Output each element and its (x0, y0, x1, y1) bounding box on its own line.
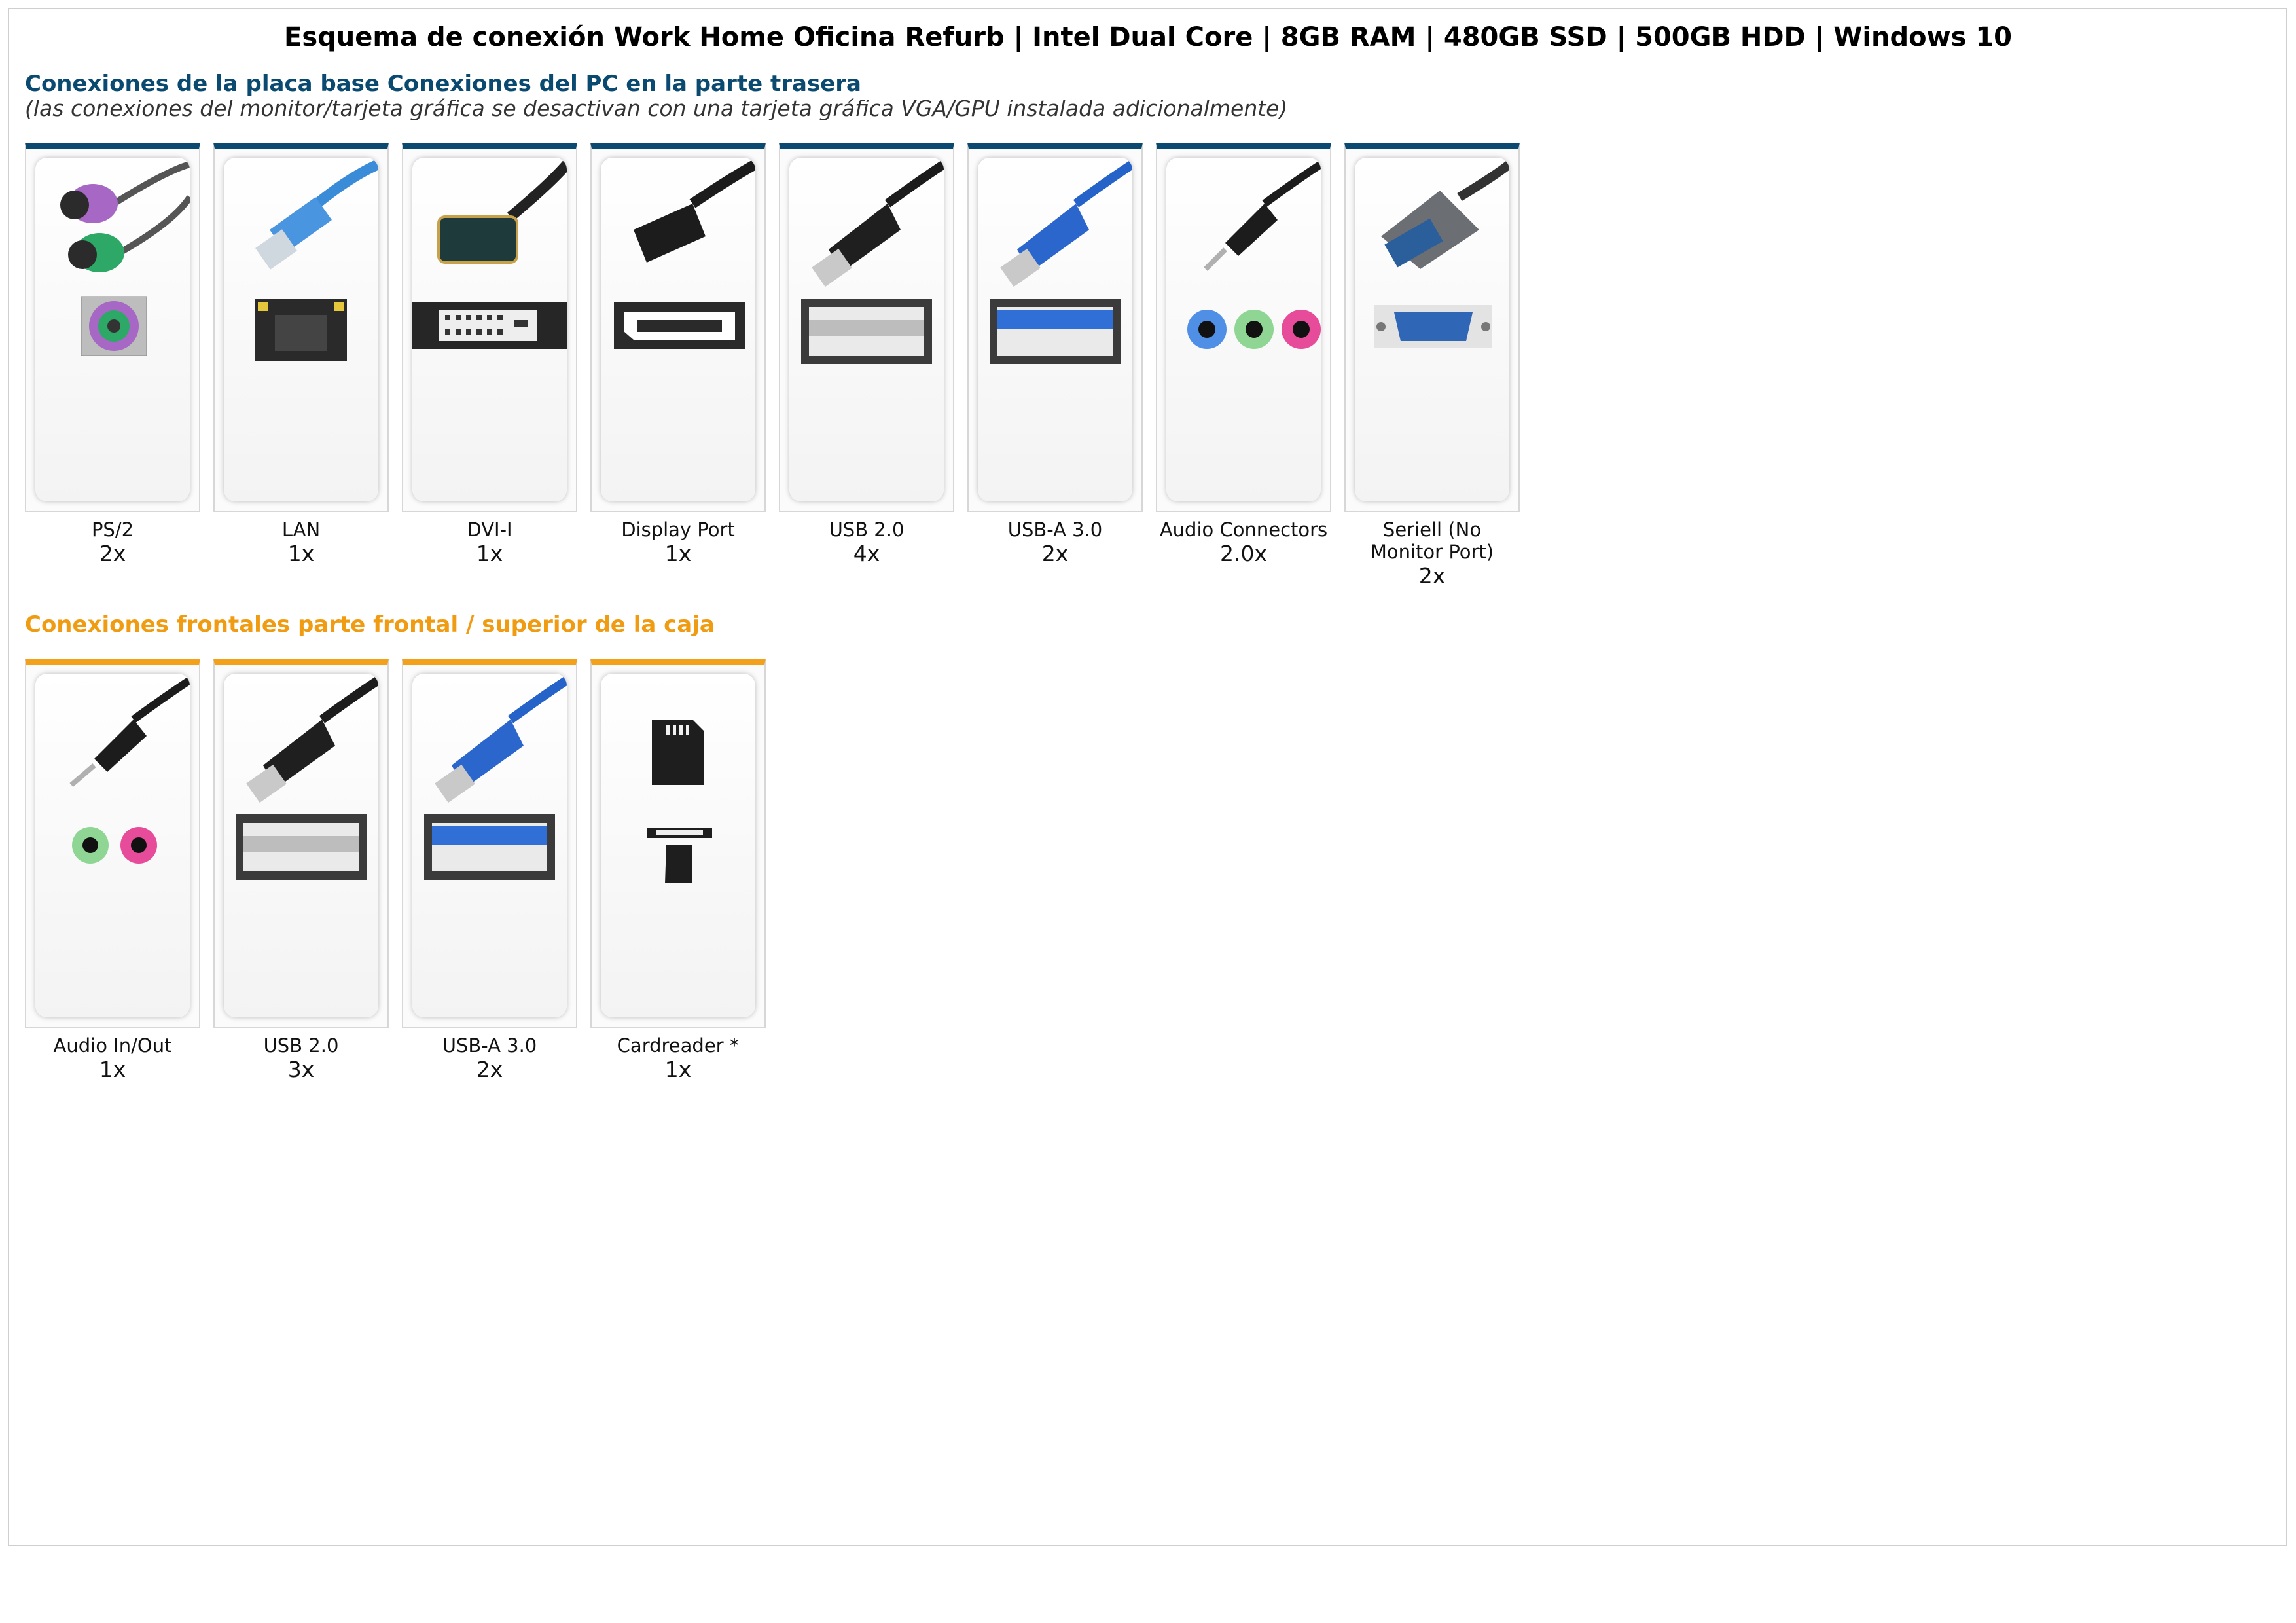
connector-label: DVI-I (467, 519, 512, 541)
connector-card-front-usb2: USB 2.0 3x (213, 659, 389, 1083)
connector-count: 1x (664, 1057, 692, 1082)
connector-card-audio-inout: Audio In/Out 1x (25, 659, 200, 1083)
connector-label: USB 2.0 (263, 1034, 339, 1057)
connector-card-usb2: USB 2.0 4x (779, 143, 954, 589)
connector-card-front-usb3: USB-A 3.0 2x (402, 659, 577, 1083)
connector-label: USB-A 3.0 (1007, 519, 1103, 541)
front-connectors-row: Audio In/Out 1x USB 2.0 3x (25, 659, 766, 1083)
page-title: Esquema de conexión Work Home Oficina Re… (284, 22, 2012, 52)
connector-label: PS/2 (91, 519, 134, 541)
back-section-title: Conexiones de la placa base Conexiones d… (25, 71, 861, 97)
connector-count: 3x (287, 1057, 315, 1082)
connector-label: USB-A 3.0 (442, 1034, 537, 1057)
connector-count: 2x (1418, 563, 1446, 589)
usb3-icon (424, 676, 567, 880)
connector-count: 1x (287, 541, 315, 566)
connector-count: 1x (99, 1057, 126, 1082)
connector-card-displayport: Display Port 1x (590, 143, 766, 589)
connector-label: Audio Connectors (1159, 519, 1328, 541)
connector-label: USB 2.0 (829, 519, 905, 541)
displayport-icon (614, 160, 755, 349)
connector-count: 2x (1041, 541, 1069, 566)
cardreader-icon (647, 720, 712, 883)
connector-card-cardreader: Cardreader * 1x (590, 659, 766, 1083)
connector-card-usb3: USB-A 3.0 2x (967, 143, 1143, 589)
usb2-icon (801, 160, 944, 364)
connector-label: Cardreader * (617, 1034, 740, 1057)
connector-count: 1x (476, 541, 503, 566)
connector-label: LAN (281, 519, 321, 541)
audio-icon (1187, 160, 1321, 349)
connector-card-dvi: DVI-I 1x (402, 143, 577, 589)
connector-count: 4x (853, 541, 880, 566)
connector-card-audio: Audio Connectors 2.0x (1156, 143, 1331, 589)
dvi-icon (412, 160, 567, 349)
front-section-title: Conexiones frontales parte frontal / sup… (25, 611, 715, 638)
lan-icon (255, 159, 378, 361)
connector-label: Seriell (No Monitor Port) (1370, 519, 1494, 563)
connector-card-ps2: PS/2 2x (25, 143, 200, 589)
back-section-subtitle: (las conexiones del monitor/tarjeta gráf… (25, 96, 1288, 121)
page-frame (8, 8, 2287, 1546)
serial-icon (1374, 160, 1509, 348)
connector-card-serial: Seriell (No Monitor Port) 2x (1344, 143, 1520, 589)
connector-count: 2.0x (1219, 541, 1267, 566)
connector-label: Display Port (621, 519, 735, 541)
connector-count: 2x (99, 541, 126, 566)
usb2-icon (236, 676, 378, 880)
audio-inout-icon (69, 676, 190, 864)
ps2-icon (60, 161, 190, 356)
usb3-icon (990, 160, 1132, 364)
connector-count: 2x (476, 1057, 503, 1082)
connector-card-lan: LAN 1x (213, 143, 389, 589)
connector-label: Audio In/Out (53, 1034, 172, 1057)
connector-count: 1x (664, 541, 692, 566)
back-connectors-row: PS/2 2x LAN 1x (25, 143, 1520, 589)
